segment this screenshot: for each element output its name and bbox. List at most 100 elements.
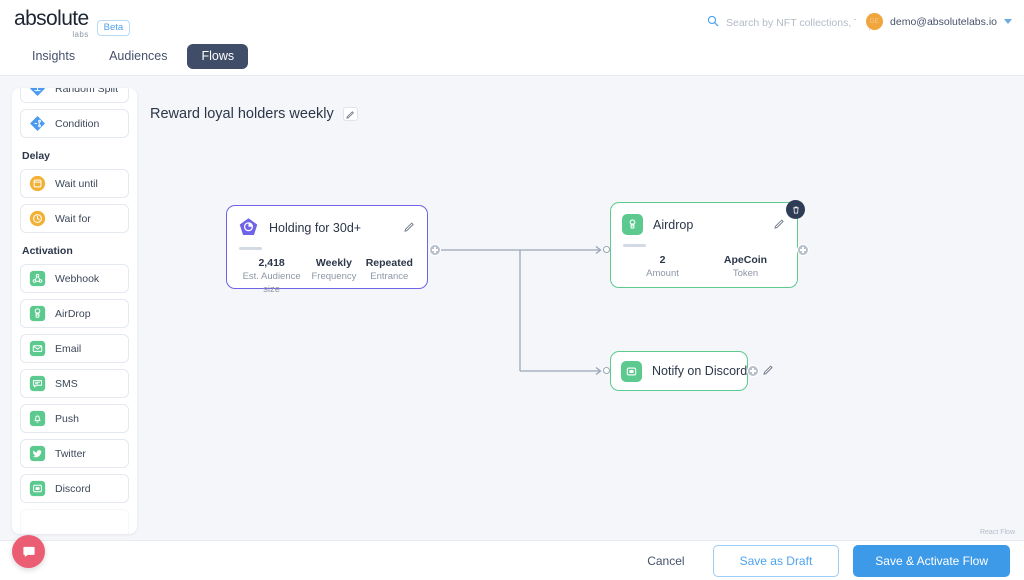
- node-stats: 2,418 Est. Audience size Weekly Frequenc…: [227, 250, 427, 306]
- sidebar-item-label: Random Split: [55, 88, 119, 95]
- brand-logo[interactable]: absolute labs Beta: [14, 7, 131, 39]
- sidebar-item-condition[interactable]: Condition: [20, 109, 129, 138]
- stat-label: Est. Audience size: [242, 271, 301, 295]
- discord-icon: [29, 480, 46, 497]
- add-node-handle-trigger[interactable]: [429, 244, 441, 256]
- trash-icon: [792, 206, 799, 214]
- node-header: Holding for 30d+: [227, 206, 427, 238]
- sidebar-item-label: AirDrop: [55, 307, 91, 320]
- footer-action-bar: Cancel Save as Draft Save & Activate Flo…: [0, 540, 1024, 580]
- stat-label: Frequency: [311, 271, 357, 282]
- sidebar-item-label: Discord: [55, 482, 91, 495]
- sidebar-item-airdrop[interactable]: AirDrop: [20, 299, 129, 328]
- caret-down-icon[interactable]: [1004, 19, 1012, 24]
- flow-node-trigger[interactable]: Holding for 30d+ 2,418 Est. Audience siz…: [226, 205, 428, 295]
- sidebar-item-random-split[interactable]: Random Split: [20, 88, 129, 103]
- delete-node-button-airdrop[interactable]: [786, 200, 805, 219]
- random-split-icon: [29, 88, 46, 97]
- node-header: Notify on Discord: [611, 360, 773, 382]
- sidebar-item-push[interactable]: Push: [20, 404, 129, 433]
- page-title: Reward loyal holders weekly: [150, 106, 334, 122]
- node-title: Notify on Discord: [652, 364, 748, 378]
- avatar: DE: [866, 13, 884, 30]
- sms-icon: [29, 375, 46, 392]
- node-title: Holding for 30d+: [269, 220, 362, 235]
- bell-icon: [29, 410, 46, 427]
- add-node-handle-discord[interactable]: [747, 365, 759, 377]
- add-node-handle-airdrop[interactable]: [797, 244, 809, 256]
- search-input[interactable]: [726, 17, 856, 29]
- chat-widget-button[interactable]: [12, 535, 45, 568]
- sidebar-item-discord[interactable]: Discord: [20, 474, 129, 503]
- beta-badge: Beta: [96, 19, 131, 36]
- webhook-icon: [29, 270, 46, 287]
- edit-node-button[interactable]: [774, 216, 785, 234]
- calendar-icon: [29, 175, 46, 192]
- edit-flow-name-button[interactable]: [342, 107, 358, 121]
- search-area[interactable]: [707, 14, 856, 32]
- stat-value: Weekly: [315, 257, 352, 269]
- clock-icon: [29, 210, 46, 227]
- stat-label: Entrance: [370, 271, 409, 282]
- pencil-icon: [346, 110, 354, 119]
- stat-amount: 2 Amount: [621, 253, 704, 280]
- stat-value: 2,418: [258, 257, 285, 269]
- cancel-button[interactable]: Cancel: [633, 547, 698, 575]
- twitter-icon: [29, 445, 46, 462]
- react-flow-attribution[interactable]: React Flow: [979, 529, 1015, 536]
- stat-token: ApeCoin Token: [704, 253, 787, 280]
- sidebar-item-label: Twitter: [55, 447, 86, 460]
- nav-item-flows[interactable]: Flows: [187, 44, 249, 69]
- sidebar-item-label: Webhook: [55, 272, 100, 285]
- logo-main: absolute: [14, 7, 89, 30]
- sidebar-item-wait-for[interactable]: Wait for: [20, 204, 129, 233]
- discord-icon: [621, 360, 642, 382]
- airdrop-icon: [29, 305, 46, 322]
- node-divider: [623, 244, 646, 247]
- edit-node-button[interactable]: [404, 219, 415, 237]
- sidebar-item-label: SMS: [55, 377, 78, 390]
- pencil-icon: [404, 221, 414, 232]
- flow-canvas[interactable]: Reward loyal holders weekly: [140, 76, 1024, 540]
- search-icon: [707, 14, 719, 32]
- stat-value: Repeated: [365, 257, 413, 269]
- user-email: demo@absolutelabs.io: [890, 15, 997, 28]
- stat-label: Amount: [646, 268, 679, 279]
- input-handle-discord[interactable]: [603, 367, 610, 374]
- sidebar-item-email[interactable]: Email: [20, 334, 129, 363]
- edit-node-button[interactable]: [763, 362, 774, 380]
- sidebar-item-sms[interactable]: SMS: [20, 369, 129, 398]
- sidebar-item-label: Push: [55, 412, 79, 425]
- stat-frequency: Weekly Frequency: [306, 256, 361, 296]
- flow-edges: [436, 245, 602, 376]
- sidebar-item-label: Wait for: [55, 212, 91, 225]
- condition-icon: [29, 115, 46, 132]
- logo-sub: labs: [72, 30, 89, 39]
- sidebar-group-delay: Delay: [22, 150, 51, 162]
- flow-node-airdrop[interactable]: Airdrop 2 Amount ApeCoin Token: [610, 202, 798, 288]
- flow-title-row: Reward loyal holders weekly: [150, 106, 358, 122]
- user-menu[interactable]: DE demo@absolutelabs.io: [866, 13, 1012, 30]
- input-handle-airdrop[interactable]: [603, 246, 610, 253]
- airdrop-icon: [622, 214, 643, 235]
- app-header: absolute labs Beta Insights Audiences Fl…: [0, 0, 1024, 76]
- pencil-icon: [763, 365, 773, 375]
- sidebar-item-wait-until[interactable]: Wait until: [20, 169, 129, 198]
- sidebar-item-webhook[interactable]: Webhook: [20, 264, 129, 293]
- sidebar-item-next-clipped[interactable]: [20, 509, 129, 534]
- sidebar-group-activation: Activation: [22, 245, 73, 257]
- audience-pie-icon: [238, 217, 259, 238]
- sidebar-scroll[interactable]: Random Split Condition Delay: [12, 88, 137, 534]
- save-activate-flow-button[interactable]: Save & Activate Flow: [853, 544, 1010, 577]
- node-title: Airdrop: [653, 217, 694, 232]
- node-header: Airdrop: [611, 203, 797, 235]
- stat-entrance: Repeated Entrance: [362, 256, 417, 296]
- save-as-draft-button[interactable]: Save as Draft: [712, 544, 840, 577]
- nav-item-audiences[interactable]: Audiences: [109, 49, 168, 63]
- flow-node-discord[interactable]: Notify on Discord: [610, 351, 773, 391]
- sidebar-item-twitter[interactable]: Twitter: [20, 439, 129, 468]
- flow-blocks-sidebar[interactable]: Random Split Condition Delay: [12, 88, 137, 534]
- node-stats: 2 Amount ApeCoin Token: [611, 247, 797, 290]
- nav-item-insights[interactable]: Insights: [32, 49, 76, 63]
